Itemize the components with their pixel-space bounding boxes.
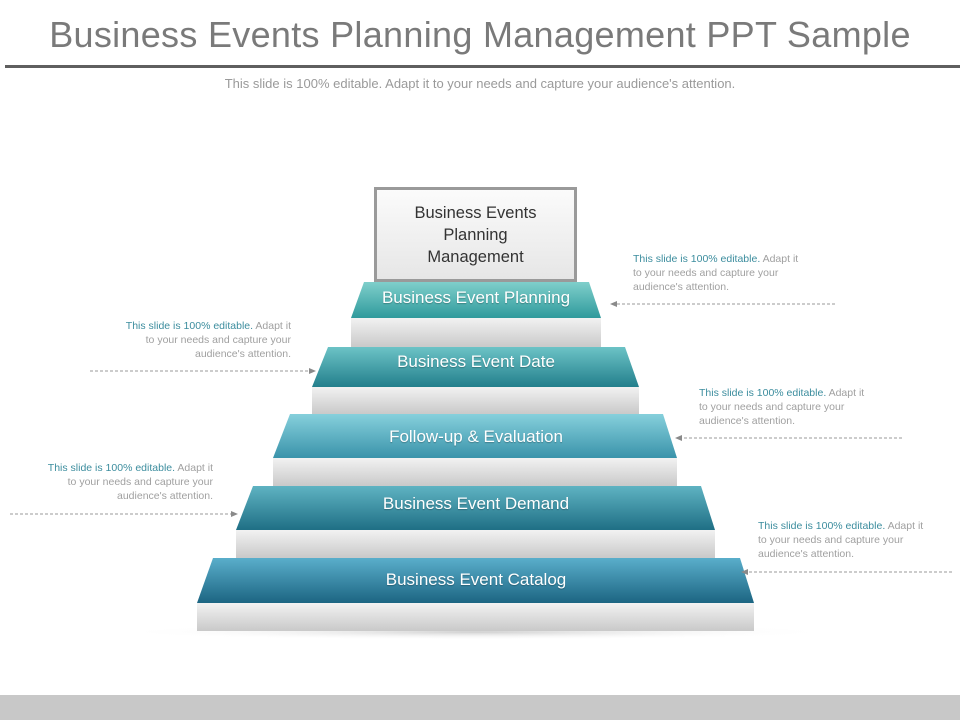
- callout-text-2: This slide is 100% editable. Adapt it to…: [125, 320, 291, 360]
- footer-bar: [0, 695, 960, 720]
- step-label-2: Business Event Date: [397, 352, 555, 371]
- step-top-1: [351, 282, 601, 318]
- step-label-5: Business Event Catalog: [385, 570, 567, 589]
- arrowhead-1: [610, 301, 617, 307]
- step-top-4: [236, 486, 715, 530]
- arrowhead-2: [309, 368, 316, 374]
- step-riser-5: [197, 603, 754, 631]
- step-riser-2: [312, 387, 639, 414]
- top-box: Business Events Planning Management: [374, 187, 577, 282]
- callout-text-1: This slide is 100% editable. Adapt it to…: [633, 253, 799, 293]
- step-top-3: [273, 414, 677, 458]
- step-riser-3: [273, 458, 677, 486]
- step-riser-1: [351, 318, 601, 347]
- arrowhead-5: [741, 569, 748, 575]
- step-label-1: Business Event Planning: [381, 288, 571, 307]
- arrowhead-3: [675, 435, 682, 441]
- top-box-label: Business Events Planning Management: [414, 203, 537, 266]
- callout-text-3: This slide is 100% editable. Adapt it to…: [699, 387, 865, 427]
- step-label-4: Business Event Demand: [382, 494, 570, 513]
- step-top-2: [312, 347, 639, 387]
- slide-title: Business Events Planning Management PPT …: [49, 14, 911, 55]
- step-riser-4: [236, 530, 715, 558]
- step-label-3: Follow-up & Evaluation: [389, 427, 563, 446]
- step-top-5: [197, 558, 754, 603]
- callout-text-4: This slide is 100% editable. Adapt it to…: [47, 462, 213, 502]
- callout-text-5: This slide is 100% editable. Adapt it to…: [758, 520, 924, 560]
- title-divider: [5, 65, 960, 68]
- arrowhead-4: [231, 511, 238, 517]
- slide-subtitle: This slide is 100% editable. Adapt it to…: [224, 76, 736, 91]
